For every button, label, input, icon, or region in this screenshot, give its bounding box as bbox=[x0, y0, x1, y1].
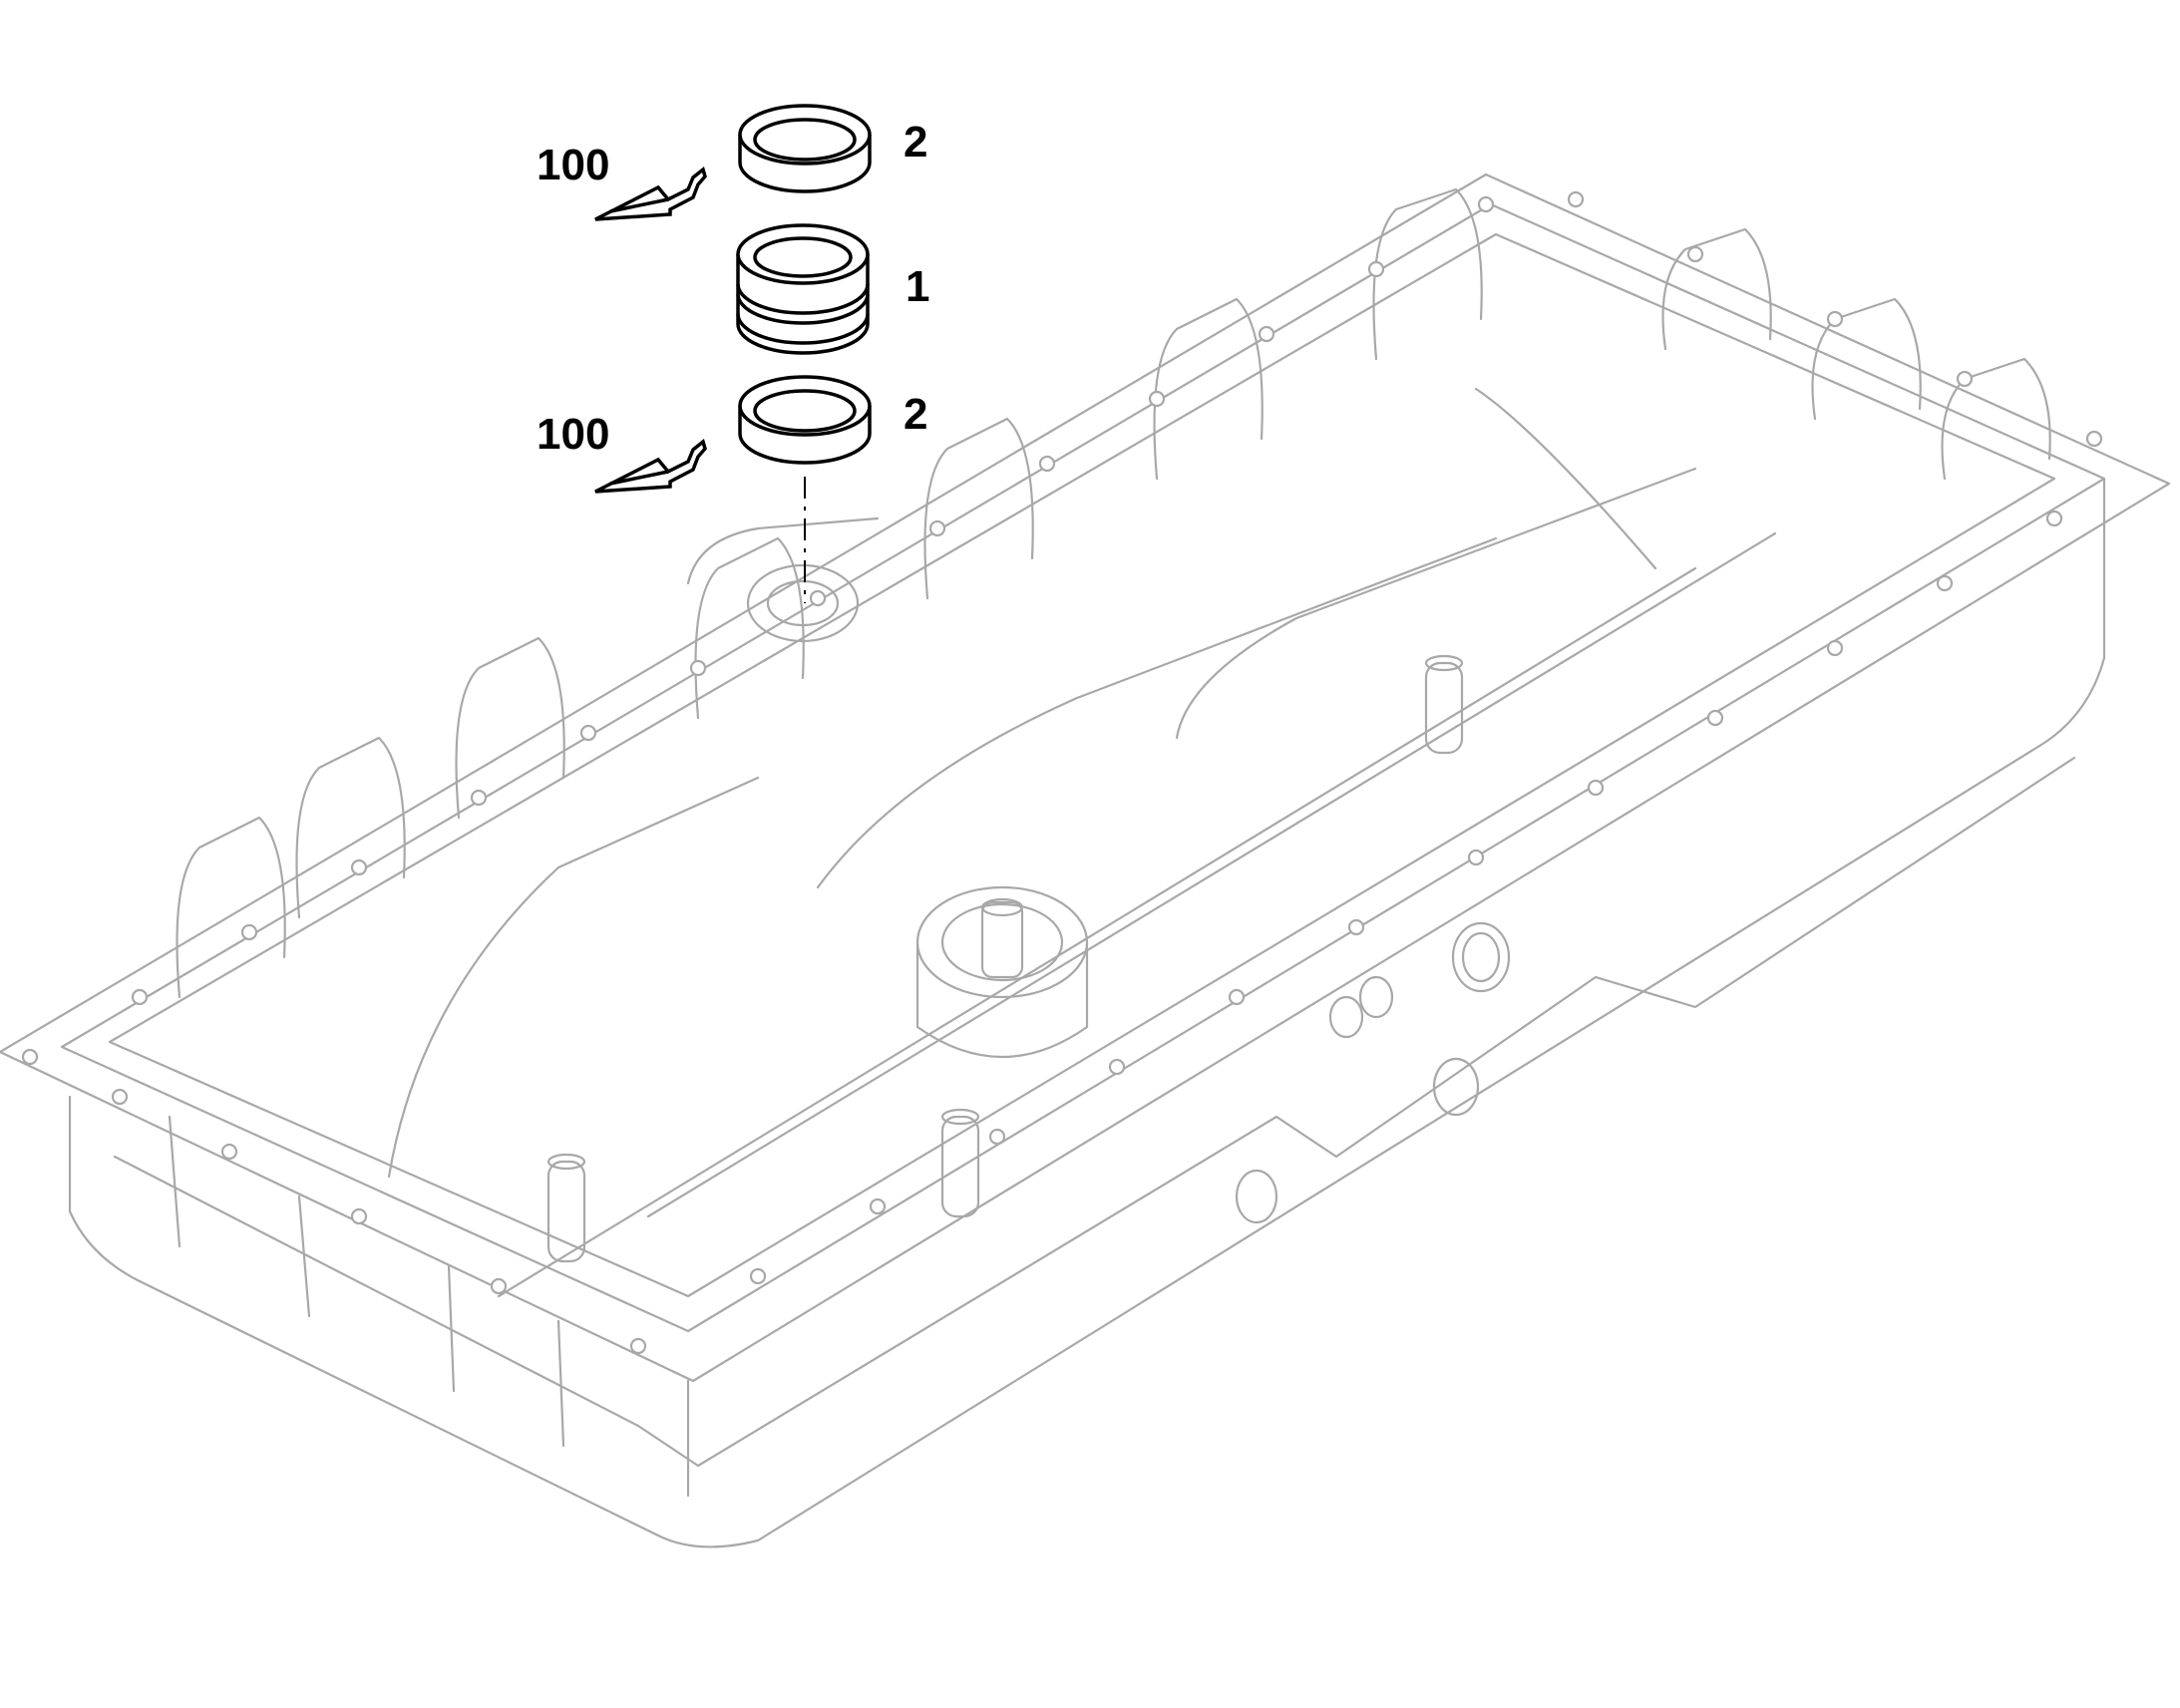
callout-seal-ring-bottom: 2 bbox=[904, 390, 927, 439]
callout-sealant-top: 100 bbox=[537, 141, 609, 189]
sleeve bbox=[736, 223, 870, 355]
seal-ring-bottom bbox=[738, 375, 872, 465]
oil-pan-housing bbox=[0, 172, 2171, 1548]
sealant-tube-icon bbox=[594, 166, 707, 221]
sealant-tube-icon bbox=[594, 438, 707, 494]
seal-ring-top bbox=[738, 104, 872, 193]
callout-sealant-bottom: 100 bbox=[537, 410, 609, 459]
callout-sleeve: 1 bbox=[906, 262, 929, 311]
callout-seal-ring-top: 2 bbox=[904, 118, 927, 167]
